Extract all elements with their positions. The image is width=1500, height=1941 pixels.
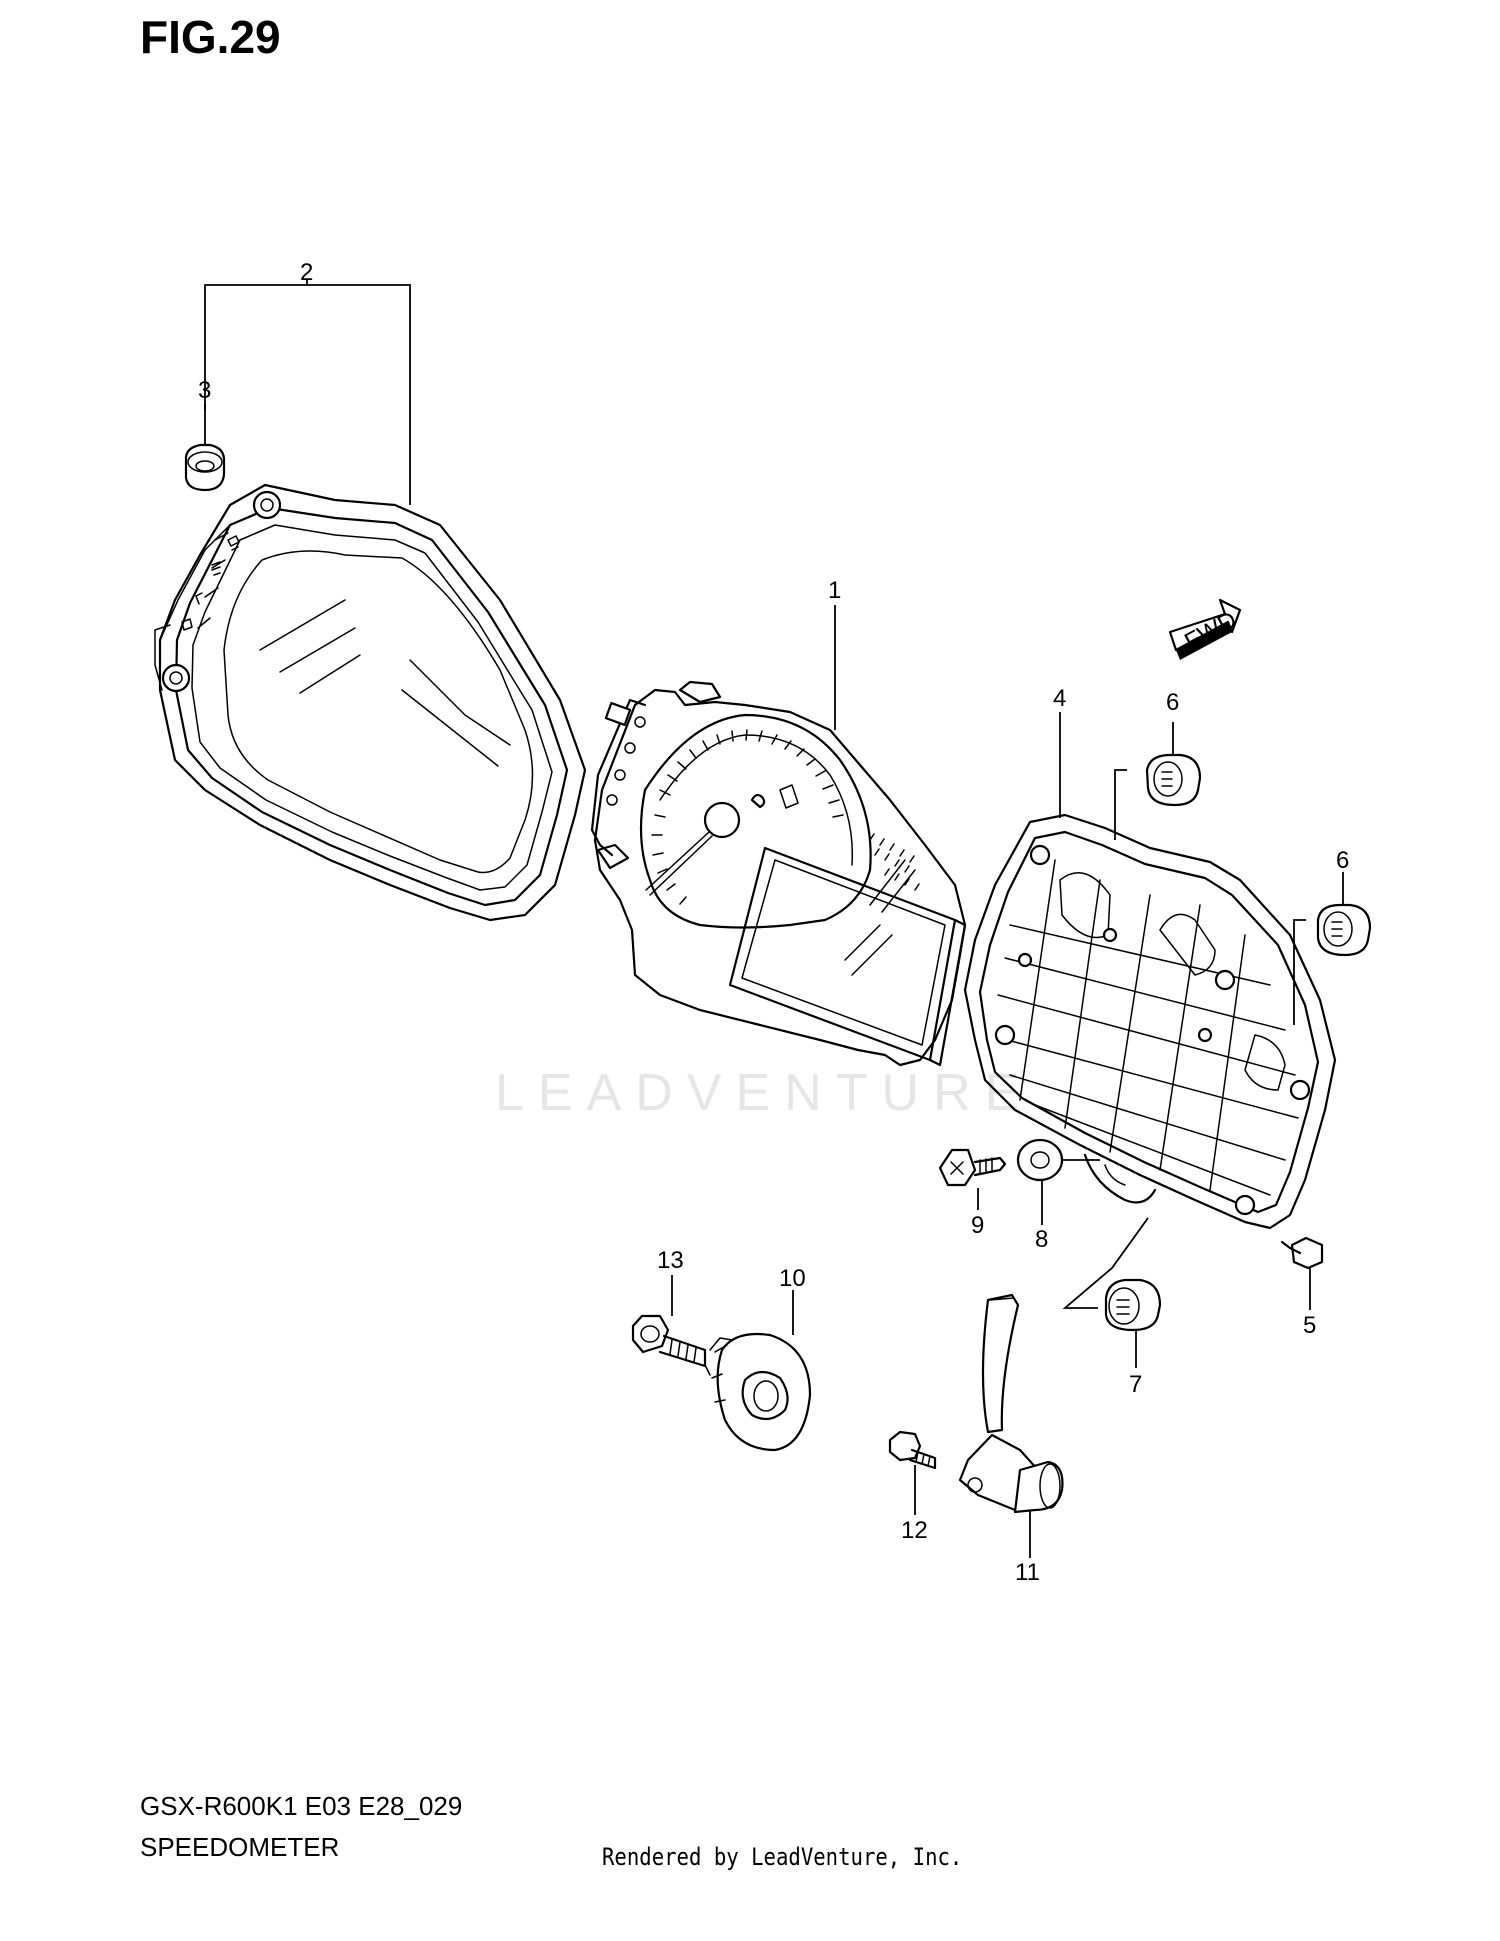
fwd-label: FWD (1180, 606, 1241, 655)
watermark-text: LEADVENTURE (495, 1064, 1034, 1122)
part-4-rear-case (963, 712, 1337, 1309)
part-10-rotor (704, 1290, 812, 1452)
callout-2: 2 (300, 259, 313, 286)
part-1-gauge-assembly (590, 605, 967, 1067)
callout-7: 7 (1129, 1371, 1142, 1398)
callout-11: 11 (1015, 1559, 1040, 1586)
callout-labels: 1 2 3 4 5 6 6 7 8 9 10 11 12 13 (198, 259, 1349, 1586)
model-code: GSX-R600K1 E03 E28_029 (140, 1791, 463, 1821)
callout-4: 4 (1053, 685, 1066, 712)
part-3-grommet (184, 404, 226, 492)
callout-6b: 6 (1336, 847, 1349, 874)
callout-1: 1 (828, 577, 841, 604)
section-name: SPEEDOMETER (140, 1832, 340, 1862)
callout-3: 3 (198, 377, 211, 404)
figure-title: FIG.29 (140, 11, 281, 63)
part-7-grommet (1104, 1278, 1162, 1368)
part-8-washer (1016, 1138, 1100, 1225)
fwd-direction-arrow: FWD (1168, 598, 1241, 660)
callout-9: 9 (971, 1212, 984, 1239)
callout-5: 5 (1303, 1312, 1316, 1339)
part-9-screw (938, 1148, 1007, 1210)
callout-12: 12 (901, 1517, 928, 1544)
render-credit: Rendered by LeadVenture, Inc. (602, 1843, 963, 1871)
part-11-speed-sensor (958, 1293, 1064, 1558)
callout-8: 8 (1035, 1226, 1048, 1253)
part-2-front-cover (154, 280, 587, 922)
part-6-grommets (1145, 722, 1372, 957)
callout-6a: 6 (1166, 689, 1179, 716)
part-12-bolt (888, 1430, 937, 1515)
part-13-bolt (631, 1275, 707, 1368)
callout-10: 10 (779, 1265, 806, 1292)
part-5-screw (1280, 1236, 1324, 1310)
callout-13: 13 (657, 1247, 684, 1274)
